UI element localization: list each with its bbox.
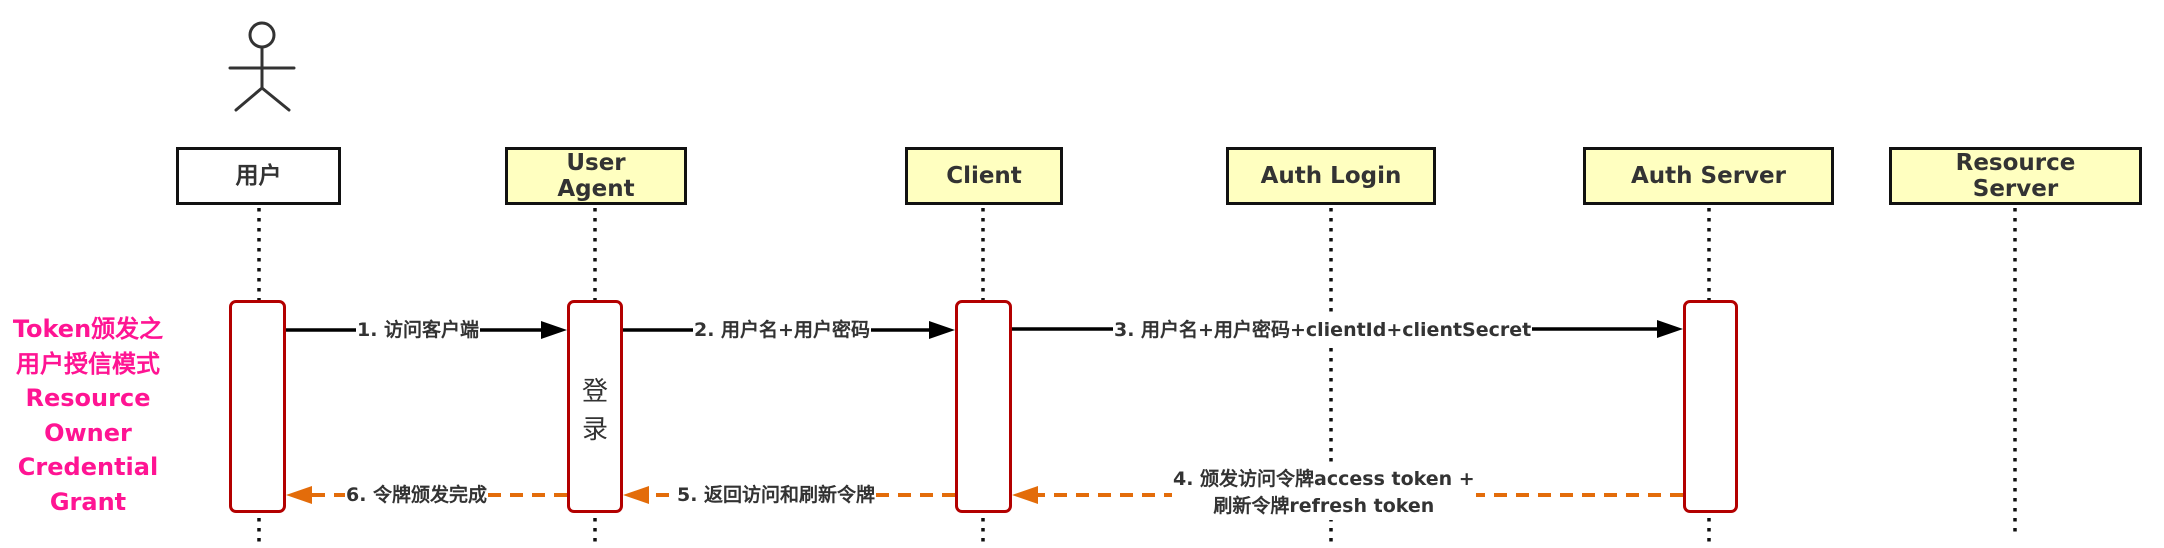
activation-auth-server[interactable] xyxy=(1683,300,1738,513)
participant-client[interactable]: Client xyxy=(905,147,1063,205)
message-label-2[interactable]: 2. 用户名+用户密码 xyxy=(693,318,871,342)
message-label-4[interactable]: 4. 颁发访问令牌access token + 刷新令牌refresh toke… xyxy=(1172,466,1476,520)
participant-label: Agent xyxy=(557,176,635,202)
arrowhead-m5 xyxy=(623,486,649,504)
participant-label: Resource xyxy=(1955,150,2076,176)
participant-user-agent[interactable]: User Agent xyxy=(505,147,687,205)
stick-figure-icon xyxy=(228,21,296,112)
participant-label: Server xyxy=(1972,176,2059,202)
message-label-3[interactable]: 3. 用户名+用户密码+clientId+clientSecret xyxy=(1113,318,1533,342)
activation-label: 登 xyxy=(581,377,608,407)
message-label-line: 刷新令牌refresh token xyxy=(1213,495,1435,517)
participant-user[interactable]: 用户 xyxy=(176,147,341,205)
message-label-1[interactable]: 1. 访问客户端 xyxy=(356,318,481,342)
activation-label: 录 xyxy=(581,415,608,445)
participant-label: 用户 xyxy=(235,163,282,189)
title-line: 用户授信模式 xyxy=(16,349,160,378)
title-line: Credential xyxy=(17,453,159,482)
message-label-6[interactable]: 6. 令牌颁发完成 xyxy=(345,483,489,507)
arrowhead-m4 xyxy=(1012,486,1038,504)
title-line: Resource xyxy=(25,384,151,413)
participant-label: Auth Login xyxy=(1260,163,1402,189)
participant-resource-server[interactable]: Resource Server xyxy=(1889,147,2142,205)
participant-label: Client xyxy=(946,163,1022,189)
participant-auth-login[interactable]: Auth Login xyxy=(1226,147,1436,205)
activation-client[interactable] xyxy=(955,300,1012,513)
title-line: Grant xyxy=(49,487,127,516)
participant-label: Auth Server xyxy=(1631,163,1786,189)
participant-auth-server[interactable]: Auth Server xyxy=(1583,147,1834,205)
arrowhead-m3 xyxy=(1657,320,1683,338)
arrowhead-m6 xyxy=(286,486,312,504)
title-line: Owner xyxy=(44,418,132,447)
diagram-title-note: Token颁发之 用户授信模式 Resource Owner Credentia… xyxy=(0,312,176,520)
arrowhead-m1 xyxy=(541,321,567,339)
arrowhead-m2 xyxy=(929,321,955,339)
activation-user[interactable] xyxy=(229,300,286,513)
message-label-5[interactable]: 5. 返回访问和刷新令牌 xyxy=(676,483,877,507)
participant-label: User xyxy=(566,150,626,176)
activation-user-agent[interactable]: 登 录 xyxy=(567,300,623,513)
message-label-line: 4. 颁发访问令牌access token + xyxy=(1173,468,1475,490)
title-line: Token颁发之 xyxy=(12,315,164,343)
